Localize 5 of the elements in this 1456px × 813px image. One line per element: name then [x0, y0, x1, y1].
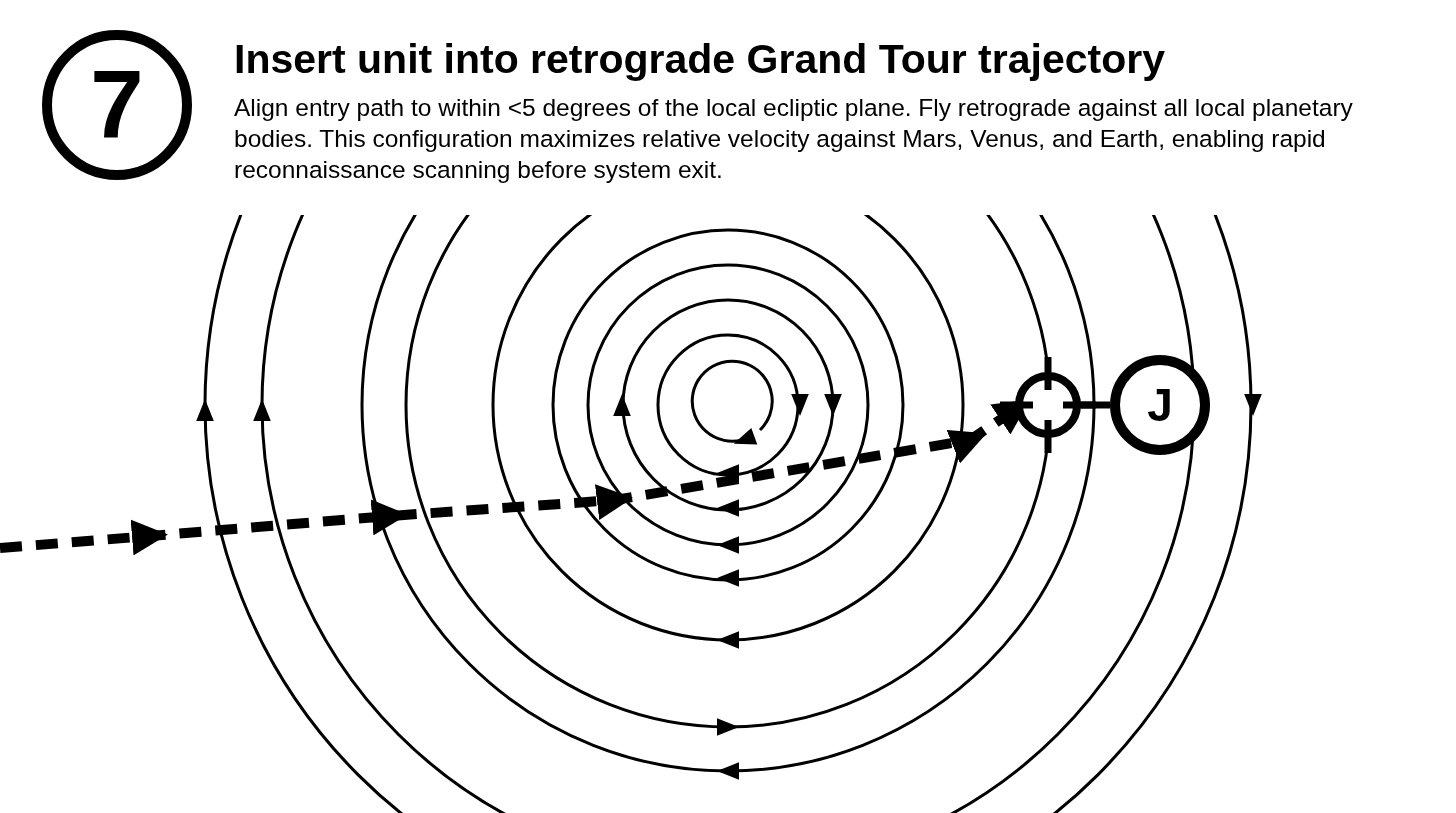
title: Insert unit into retrograde Grand Tour trajectory [234, 36, 1165, 83]
planet-circle: J [1110, 355, 1210, 455]
dashed-trajectory-arrow [0, 401, 1019, 555]
description-text: Align entry path to within <5 degrees of the local ecliptic plane. Fly retrograde against all local planetary bodies. This configuration maximizes relative velocity against Mars, Venus, and Earth, enabling rapid reconnaissance scanning before system exit. [234, 93, 1354, 185]
step-number: 7 [42, 30, 192, 180]
